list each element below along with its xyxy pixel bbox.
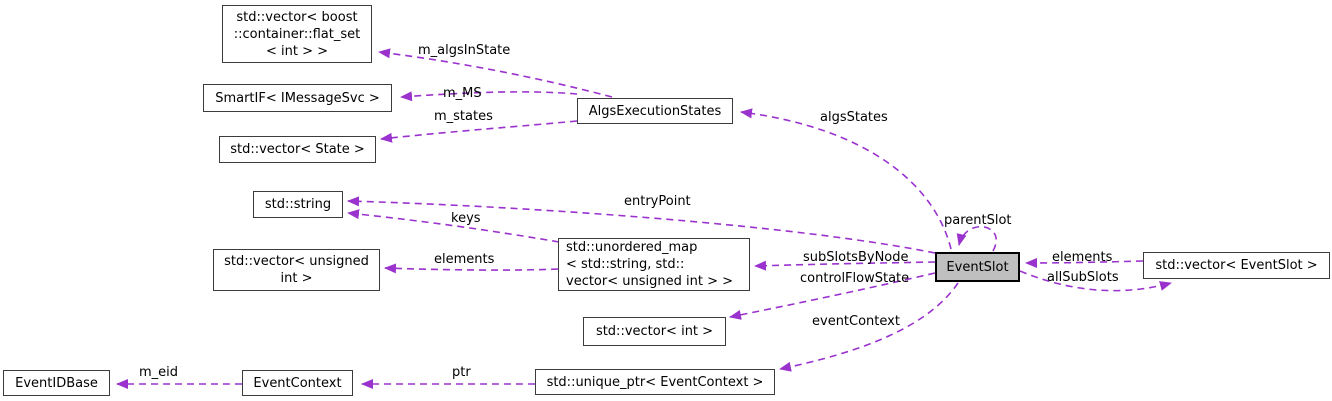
node-std-vector-boost-flat-set[interactable]: std::vector< boost ::container::flat_set… <box>222 5 372 63</box>
edge-label-m-ms: m_MS <box>443 86 482 101</box>
edge-parentslot-loop <box>956 225 997 252</box>
edge-label-eventcontext: eventContext <box>812 314 900 329</box>
edge-allsubslots <box>1019 270 1172 292</box>
edge-controlflowstate <box>729 272 936 320</box>
node-std-vector-int[interactable]: std::vector< int > <box>583 317 726 346</box>
edge-keys <box>347 209 560 243</box>
edge-label-m-states: m_states <box>434 109 493 124</box>
node-eventslot[interactable]: EventSlot <box>935 252 1020 282</box>
node-std-unordered-map[interactable]: std::unordered_map < std::string, std:: … <box>558 238 750 291</box>
edge-elements-left <box>384 263 559 274</box>
edge-label-entrypoint: entryPoint <box>624 194 691 209</box>
edge-label-subslotsbynode: subSlotsByNode <box>803 250 909 265</box>
node-std-vector-state[interactable]: std::vector< State > <box>219 136 376 163</box>
node-eventcontext[interactable]: EventContext <box>242 370 353 396</box>
node-std-vector-eventslot[interactable]: std::vector< EventSlot > <box>1143 252 1330 279</box>
node-eventidbase[interactable]: EventIDBase <box>3 370 110 396</box>
edge-m-ms <box>400 91 578 102</box>
edge-label-ptr: ptr <box>452 365 471 380</box>
node-std-unique-ptr-eventcontext[interactable]: std::unique_ptr< EventContext > <box>535 369 775 395</box>
edge-eventcontext <box>779 282 959 372</box>
edge-m-algsinstate <box>378 48 613 98</box>
edge-label-elements-right: elements <box>1052 250 1113 265</box>
edge-label-algsstates: algsStates <box>820 110 888 125</box>
edge-algsstates <box>740 108 952 250</box>
edge-label-parentslot: parentSlot <box>944 213 1012 228</box>
edge-label-elements-left: elements <box>434 252 495 267</box>
edge-m-states <box>380 120 578 143</box>
edge-subslotsbynode <box>754 260 936 271</box>
node-std-string[interactable]: std::string <box>253 191 343 218</box>
edge-label-m-algsinstate: m_algsInState <box>418 43 511 58</box>
node-smartif-imessagesvc[interactable]: SmartIF< IMessageSvc > <box>203 84 392 112</box>
edge-label-keys: keys <box>451 211 481 226</box>
edge-label-m-eid: m_eid <box>139 365 179 380</box>
edge-label-controlflowstate: controlFlowState <box>800 271 910 286</box>
node-std-vector-unsigned-int[interactable]: std::vector< unsigned int > <box>213 249 380 291</box>
edge-label-allsubslots: allSubSlots <box>1047 270 1119 285</box>
node-algsexecutionstates[interactable]: AlgsExecutionStates <box>577 98 733 124</box>
